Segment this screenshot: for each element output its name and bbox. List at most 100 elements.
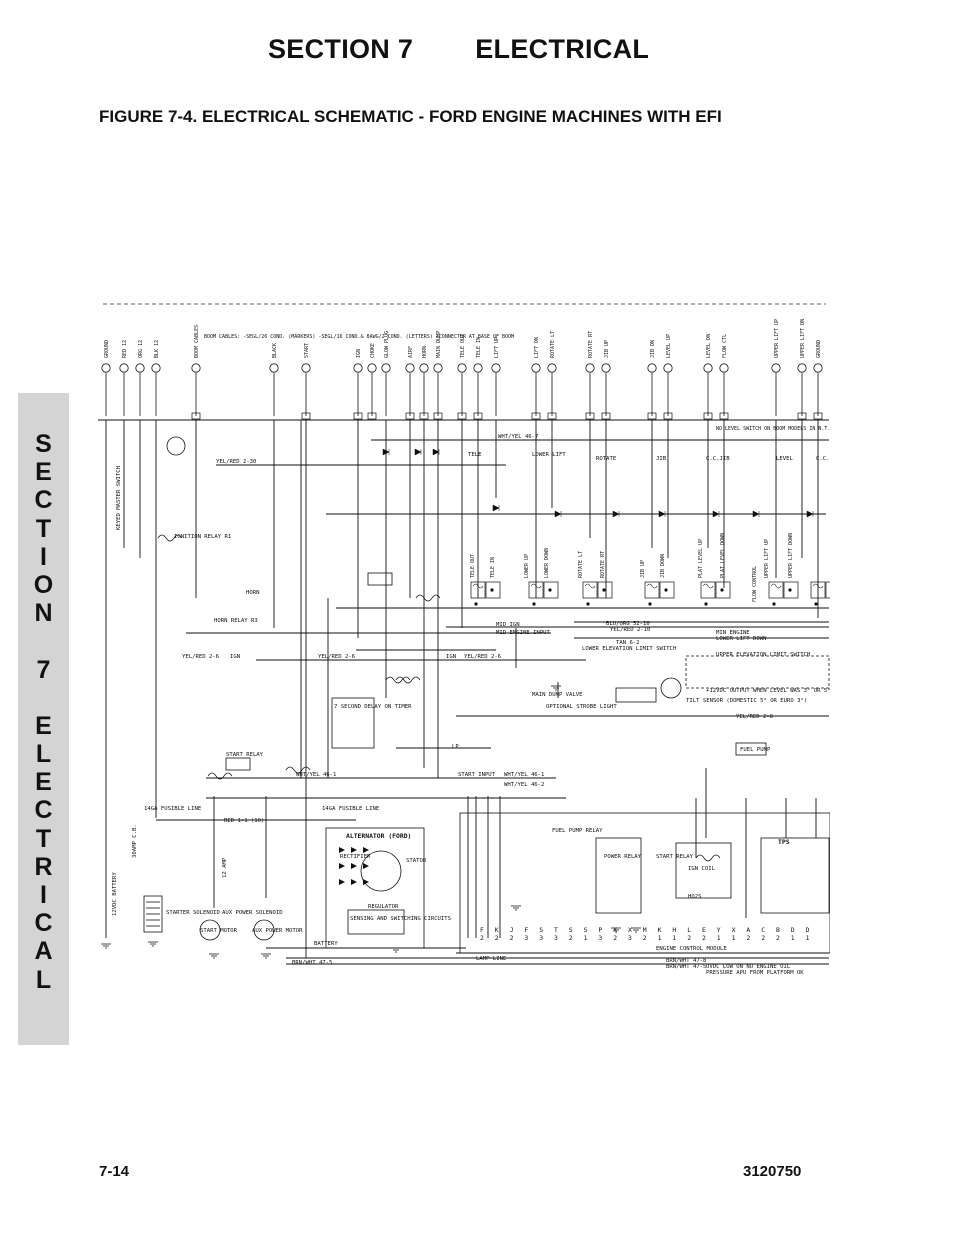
horn-relay-box <box>367 572 393 586</box>
valve-coil <box>659 581 675 599</box>
component-label: AUX POWER SOLENOID <box>222 910 283 916</box>
valve-coil <box>768 581 784 599</box>
coil-symbol <box>395 676 421 684</box>
connector-label: BLK 12 <box>154 340 160 358</box>
connector-pin <box>433 363 443 373</box>
bank-header: C.C.LEVEL <box>816 456 830 462</box>
connector-label: ROTATE RT <box>588 331 594 358</box>
diode-symbol <box>806 510 814 518</box>
connector-pin <box>647 363 657 373</box>
ecm-pin-letter: M <box>643 926 647 934</box>
wire-label: LOWER LIFT DOWN <box>716 636 767 642</box>
valve-coil <box>810 581 826 599</box>
delay-timer-box <box>331 697 375 749</box>
connector-pin <box>531 363 541 373</box>
valve-coil <box>582 581 598 599</box>
side-tab-letter: C <box>34 486 53 515</box>
component-label: HO2S <box>688 894 701 900</box>
diode-symbol <box>382 448 390 456</box>
connector-label: START <box>304 343 310 358</box>
connector-label: LEVEL UP <box>666 334 672 358</box>
connector-label: ORG 12 <box>138 340 144 358</box>
valve-winding <box>472 583 484 589</box>
coil-symbol <box>207 772 233 780</box>
ecm-pin-number: 2 <box>746 934 750 942</box>
component-label: LOWER ELEVATION LIMIT SWITCH <box>582 646 676 652</box>
tilt-sensor-symbol <box>660 677 682 699</box>
valve-coil <box>543 581 559 599</box>
diode-symbol <box>554 510 562 518</box>
valve-coil <box>644 581 660 599</box>
connector-pin <box>301 363 311 373</box>
connector-box <box>473 412 483 420</box>
component-label: START RELAY <box>656 854 694 860</box>
connector-box <box>647 412 657 420</box>
connector-pin <box>663 363 673 373</box>
connector-label: MAIN DUMP <box>436 331 442 358</box>
side-tab-letter: T <box>35 824 52 853</box>
connector-label: BOOM CABLES <box>194 325 200 358</box>
ecm-pin-letter: B <box>776 926 780 934</box>
wire-label: IGN <box>230 654 240 660</box>
ecm-box <box>459 812 830 954</box>
motors <box>166 436 682 941</box>
ground-symbol <box>511 905 521 911</box>
wire-label: BRN/WHT 47-5 <box>292 960 332 966</box>
connector-label: GLOW PLUG <box>384 331 390 358</box>
ecm-pin-number: 3 <box>524 934 528 942</box>
connector-box <box>457 412 467 420</box>
connector-pin <box>381 363 391 373</box>
ign-coil-box <box>675 842 732 899</box>
ecm-pin-number: 3 <box>598 934 602 942</box>
bank-header: TELE <box>468 452 482 458</box>
connector-pin <box>601 363 611 373</box>
rectifier-diode <box>363 879 369 885</box>
wire-label: TAN 6-2 <box>616 640 640 646</box>
connector-label: TELE IN <box>476 337 482 358</box>
bank-header: JIB <box>656 456 667 462</box>
wiring <box>105 420 819 958</box>
side-tab-letter: C <box>34 796 53 825</box>
ecm-pin-number: 3 <box>539 934 543 942</box>
connector-pin <box>353 363 363 373</box>
section-word: ELECTRICAL <box>475 34 650 64</box>
stator-symbol <box>360 850 402 892</box>
wire-label: WHT/YEL 46-1 <box>296 772 336 778</box>
component-label: UPPER ELEVATION LIMIT SWITCH <box>716 652 810 658</box>
valve-terminal <box>648 602 652 606</box>
valve-winding <box>646 583 658 589</box>
component-label: IGN COIL <box>688 866 716 872</box>
diode-symbol <box>612 510 620 518</box>
ecm-pin-letter: Y <box>717 926 721 934</box>
valve-label: LOWER DOWN <box>544 548 550 578</box>
valve-label: FLOW CONTROL <box>752 566 758 602</box>
connector-box <box>353 412 363 420</box>
valve-terminal <box>490 588 494 592</box>
connector-box <box>703 412 713 420</box>
ecm-pin-number: 1 <box>806 934 810 942</box>
component-label: START MOTOR <box>200 928 238 934</box>
connector-pin <box>703 363 713 373</box>
ecm-pin-number: 1 <box>791 934 795 942</box>
rectifier-diode <box>363 847 369 853</box>
component-label: FUEL PUMP RELAY <box>552 828 603 834</box>
valve-winding <box>530 583 542 589</box>
valve-coil <box>783 581 799 599</box>
component-label: STARTER SOLENOID <box>166 910 221 916</box>
wire-label: LP <box>452 744 459 750</box>
valve-terminal <box>532 602 536 606</box>
component-label: TPS <box>778 838 790 846</box>
ecm-pin-letter: F <box>480 926 484 934</box>
side-tab-letter: E <box>35 711 52 740</box>
wire-label: BRN/WHT 47-5 <box>666 964 706 970</box>
wire-label: BRN/WHT 47-8 <box>666 958 707 964</box>
ecm-pin-letter: K <box>495 926 499 934</box>
connector-pin <box>367 363 377 373</box>
ecm-pin-number: 1 <box>658 934 662 942</box>
connector-label: LEVEL DN <box>706 334 712 358</box>
rectifier-diode <box>363 863 369 869</box>
connector-box <box>405 412 415 420</box>
wire-label: WHT/YEL 46-7 <box>498 434 538 440</box>
rectifier-diode <box>351 863 357 869</box>
